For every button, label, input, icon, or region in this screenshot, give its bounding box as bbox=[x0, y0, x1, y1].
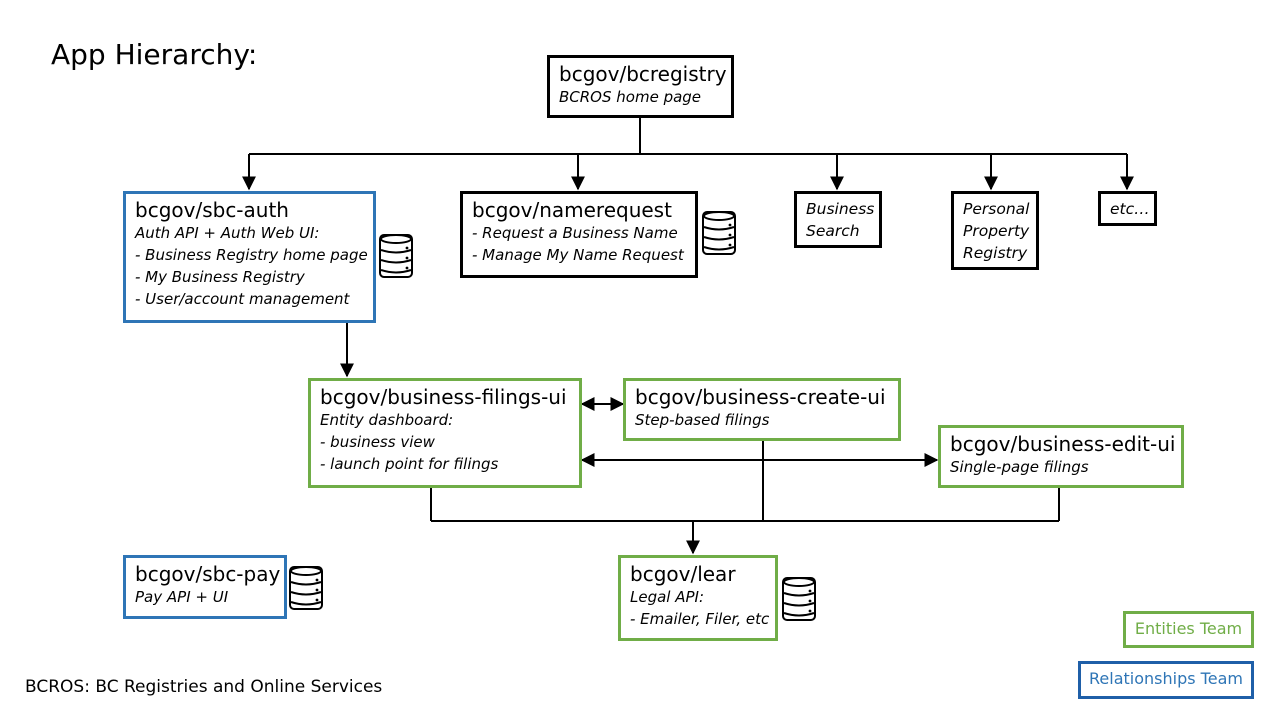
node-business-search-line: Search bbox=[806, 222, 860, 240]
node-business-search: Business Search bbox=[794, 191, 882, 248]
node-business-filings-ui-desc: Entity dashboard: bbox=[320, 411, 454, 429]
node-namerequest-title: bcgov/namerequest bbox=[472, 198, 672, 222]
database-icon bbox=[782, 577, 816, 621]
node-sbc-pay-title: bcgov/sbc-pay bbox=[135, 562, 281, 586]
node-business-edit-ui-title: bcgov/business-edit-ui bbox=[950, 432, 1176, 456]
node-etc-line: etc… bbox=[1110, 200, 1150, 218]
node-business-search-line: Business bbox=[806, 200, 875, 218]
node-lear: bcgov/lear Legal API: - Emailer, Filer, … bbox=[618, 555, 778, 641]
node-sbc-auth-item: - My Business Registry bbox=[135, 268, 305, 286]
node-bcregistry-title: bcgov/bcregistry bbox=[559, 62, 727, 86]
node-ppr-line: Personal bbox=[963, 200, 1030, 218]
node-business-filings-ui-item: - launch point for filings bbox=[320, 455, 499, 473]
node-ppr-line: Registry bbox=[963, 244, 1028, 262]
node-sbc-auth-desc: Auth API + Auth Web UI: bbox=[135, 224, 320, 242]
page-title: App Hierarchy: bbox=[51, 38, 258, 71]
node-sbc-pay-desc: Pay API + UI bbox=[135, 588, 229, 606]
node-sbc-auth-item: - Business Registry home page bbox=[135, 246, 368, 264]
node-sbc-pay: bcgov/sbc-pay Pay API + UI bbox=[123, 555, 287, 619]
legend-relationships-team: Relationships Team bbox=[1078, 661, 1254, 699]
node-ppr-line: Property bbox=[963, 222, 1030, 240]
node-business-edit-ui: bcgov/business-edit-ui Single-page filin… bbox=[938, 425, 1184, 488]
node-business-edit-ui-desc: Single-page filings bbox=[950, 458, 1089, 476]
node-sbc-auth: bcgov/sbc-auth Auth API + Auth Web UI: -… bbox=[123, 191, 376, 323]
node-business-create-ui-title: bcgov/business-create-ui bbox=[635, 385, 886, 409]
node-namerequest-item: - Manage My Name Request bbox=[472, 246, 684, 264]
database-icon bbox=[702, 211, 736, 255]
node-personal-property-registry: Personal Property Registry bbox=[951, 191, 1039, 270]
node-namerequest: bcgov/namerequest - Request a Business N… bbox=[460, 191, 698, 278]
node-sbc-auth-title: bcgov/sbc-auth bbox=[135, 198, 289, 222]
node-business-create-ui-desc: Step-based filings bbox=[635, 411, 770, 429]
node-namerequest-item: - Request a Business Name bbox=[472, 224, 678, 242]
footnote: BCROS: BC Registries and Online Services bbox=[25, 677, 383, 697]
node-business-filings-ui-item: - business view bbox=[320, 433, 435, 451]
node-bcregistry-desc: BCROS home page bbox=[559, 88, 702, 106]
node-business-create-ui: bcgov/business-create-ui Step-based fili… bbox=[623, 378, 901, 441]
node-business-filings-ui-title: bcgov/business-filings-ui bbox=[320, 385, 567, 409]
legend-entities-team: Entities Team bbox=[1123, 611, 1254, 648]
node-business-filings-ui: bcgov/business-filings-ui Entity dashboa… bbox=[308, 378, 582, 488]
database-icon bbox=[289, 566, 323, 610]
node-lear-title: bcgov/lear bbox=[630, 562, 736, 586]
database-icon bbox=[379, 234, 413, 278]
node-sbc-auth-item: - User/account management bbox=[135, 290, 350, 308]
node-lear-desc: Legal API: bbox=[630, 588, 705, 606]
node-lear-item: - Emailer, Filer, etc bbox=[630, 610, 770, 628]
node-etc: etc… bbox=[1098, 191, 1157, 226]
node-bcregistry: bcgov/bcregistry BCROS home page bbox=[547, 55, 734, 118]
